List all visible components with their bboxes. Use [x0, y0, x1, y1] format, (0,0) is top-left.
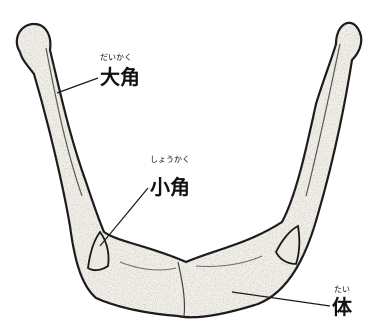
lesser-horn-ruby: しょうかく: [150, 155, 190, 164]
lesser-horn-label: 小角: [150, 175, 190, 199]
body-label: 体: [332, 295, 353, 319]
hyoid-bone: [17, 23, 361, 317]
greater-horn-leader-line: [57, 78, 98, 93]
greater-horn-ruby: だいかく: [100, 53, 132, 62]
greater-horn-label: 大角: [100, 65, 140, 89]
body-ruby: たい: [334, 285, 350, 294]
lesser-horn-leader-line: [100, 188, 148, 246]
